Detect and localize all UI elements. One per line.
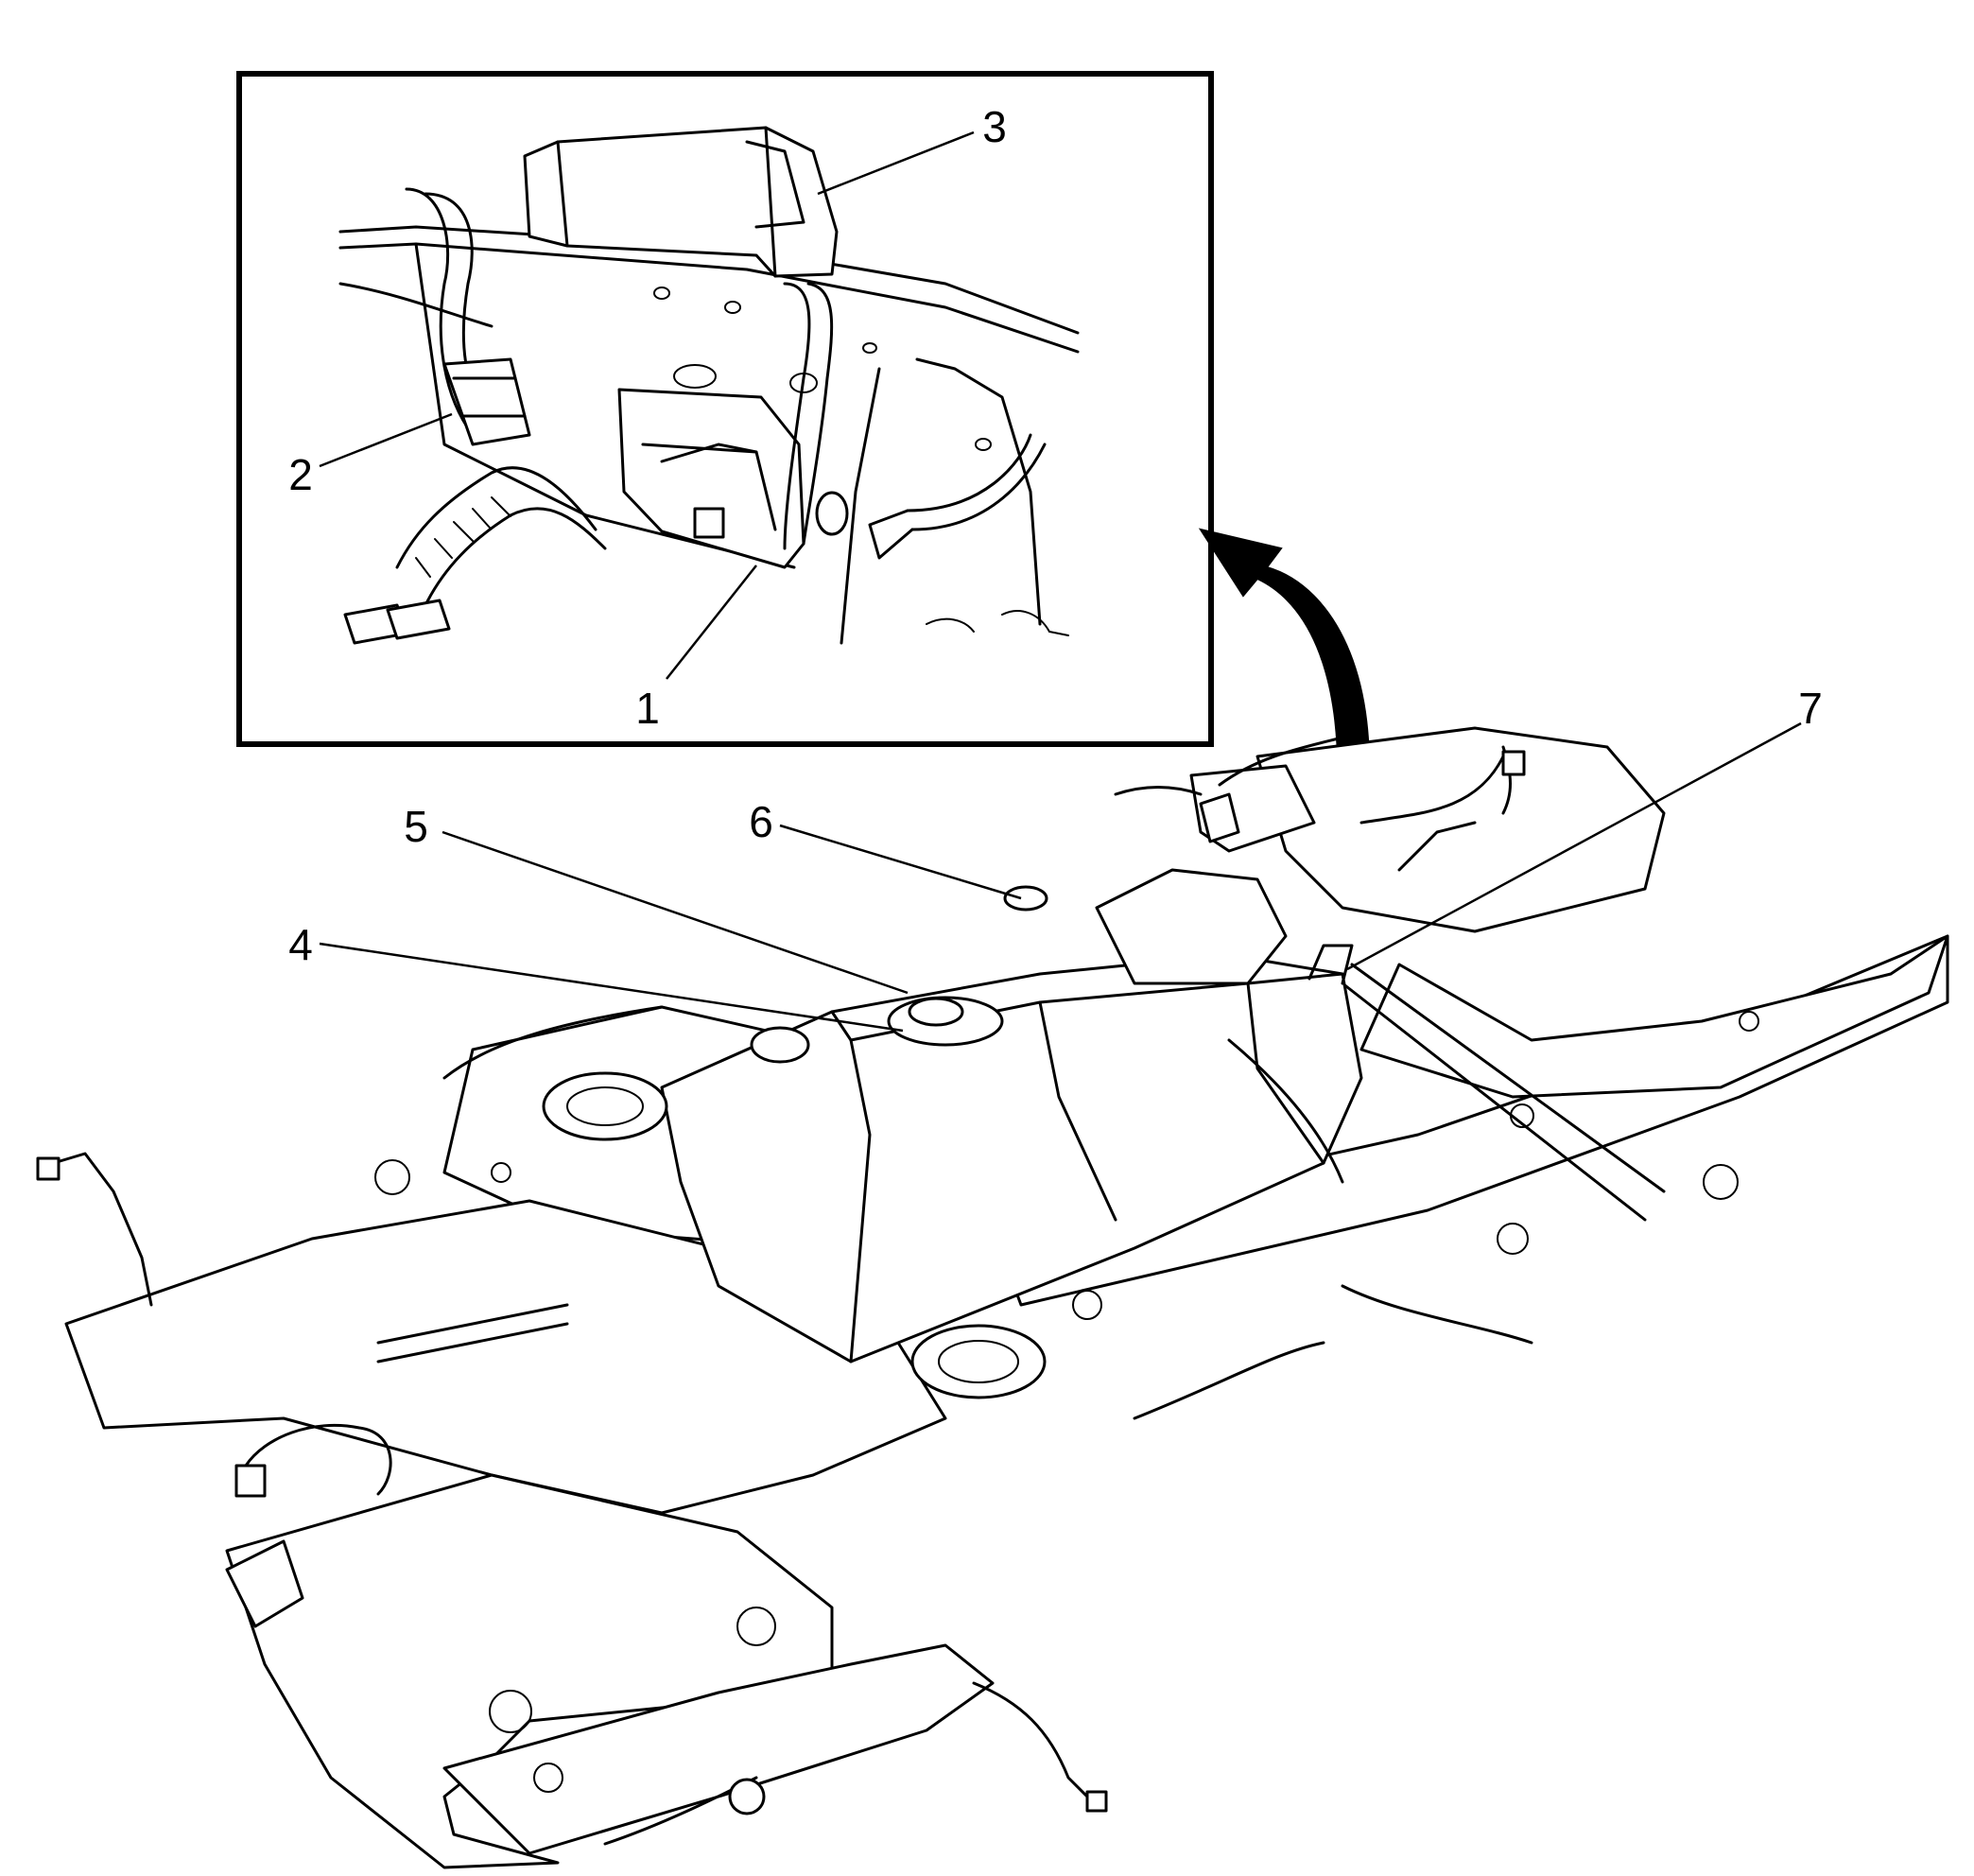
leader-1	[666, 565, 757, 680]
leader-4	[319, 942, 904, 1033]
leader-2	[319, 412, 453, 468]
evap-canister	[523, 126, 839, 278]
harness-connector	[343, 357, 607, 645]
callout-6: 6	[749, 797, 773, 846]
callout-7: 7	[1798, 684, 1823, 733]
callout-1: 1	[635, 684, 660, 733]
callout-4: 4	[288, 920, 313, 969]
vent-solenoid-module	[617, 388, 849, 569]
vehicle-frame	[36, 726, 1949, 1869]
callout-3: 3	[982, 102, 1007, 151]
callout-2: 2	[288, 450, 313, 499]
callout-5: 5	[404, 802, 428, 851]
leader-7	[1346, 721, 1802, 971]
leader-lines	[319, 130, 1802, 1033]
detail-inset	[236, 71, 1214, 747]
leader-5	[442, 830, 909, 995]
callouts: 1 2 3 4 5 6 7	[288, 102, 1823, 969]
leader-3	[817, 130, 975, 196]
leader-6	[779, 824, 1022, 900]
